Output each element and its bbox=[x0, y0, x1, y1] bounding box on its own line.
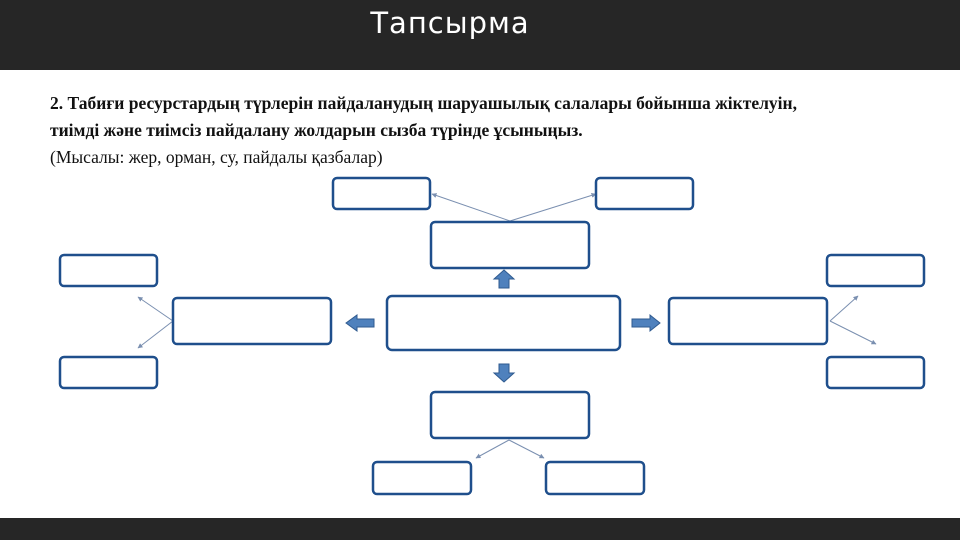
connector-line bbox=[475, 439, 510, 459]
center-box bbox=[385, 294, 622, 352]
right-box bbox=[667, 296, 829, 346]
bottom-box bbox=[429, 390, 591, 440]
task-text: 2. Табиғи ресурстардың түрлерін пайдалан… bbox=[50, 90, 930, 171]
top-box bbox=[429, 220, 591, 270]
arrow-down-icon bbox=[492, 363, 516, 383]
slide-title: Тапсырма bbox=[370, 6, 530, 40]
connector-line bbox=[829, 295, 859, 322]
bottom-right-small-box bbox=[544, 460, 646, 496]
title-bar: Тапсырма bbox=[0, 0, 960, 70]
right-bottom-small-box bbox=[825, 355, 926, 390]
connector-line bbox=[508, 439, 545, 459]
arrow-up-icon bbox=[492, 269, 516, 289]
connector-line bbox=[137, 296, 174, 322]
connector-line bbox=[509, 192, 597, 222]
connector-line bbox=[829, 320, 877, 345]
task-line-3: (Мысалы: жер, орман, су, пайдалы қазбала… bbox=[50, 147, 383, 167]
arrow-left-icon bbox=[345, 314, 375, 332]
task-line-1: 2. Табиғи ресурстардың түрлерін пайдалан… bbox=[50, 93, 797, 113]
connector-line bbox=[431, 193, 511, 222]
footer-bar bbox=[0, 518, 960, 540]
right-top-small-box bbox=[825, 253, 926, 288]
bottom-left-small-box bbox=[371, 460, 473, 496]
left-box bbox=[171, 296, 333, 346]
left-bottom-small-box bbox=[58, 355, 159, 390]
left-top-small-box bbox=[58, 253, 159, 288]
top-right-small-box bbox=[594, 176, 695, 211]
arrow-right-icon bbox=[631, 313, 661, 333]
connector-line bbox=[137, 320, 174, 349]
task-line-2: тиімді және тиімсіз пайдалану жолдарын с… bbox=[50, 120, 583, 140]
top-left-small-box bbox=[331, 176, 432, 211]
